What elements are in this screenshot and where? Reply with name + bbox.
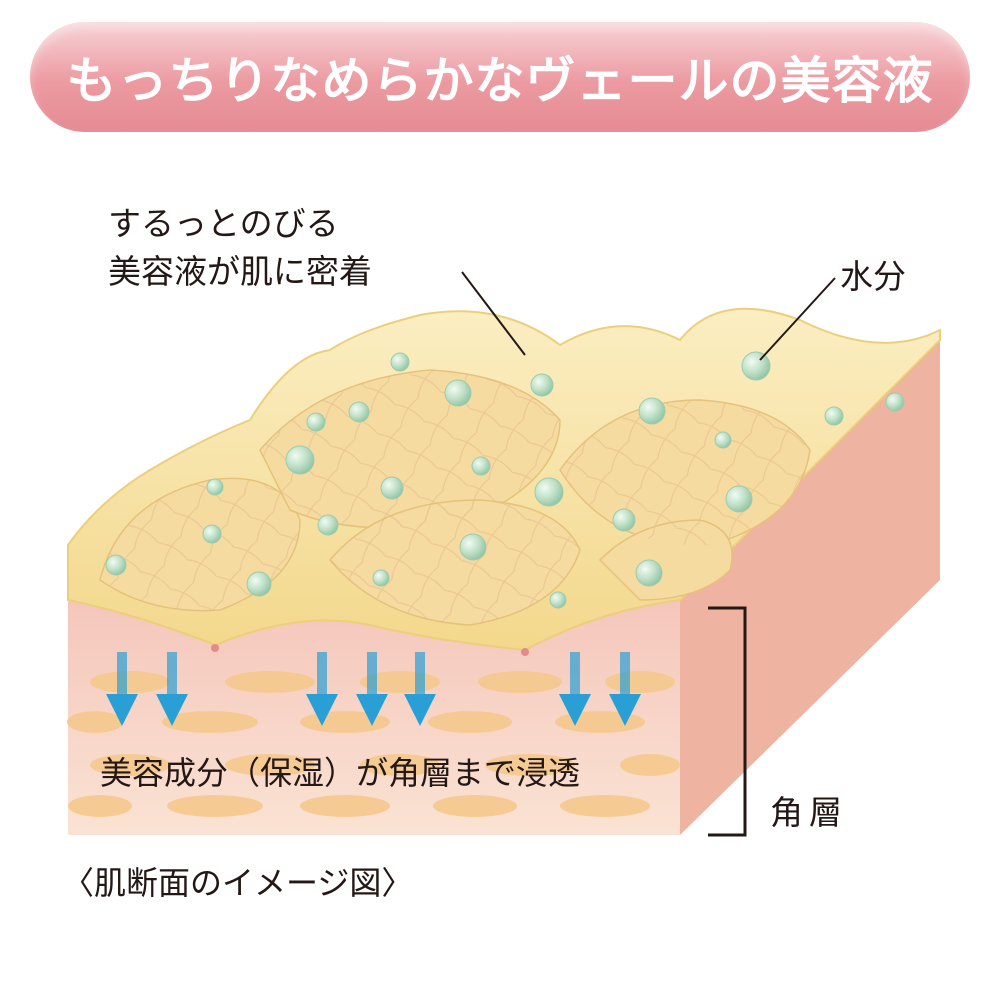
water-label: 水分 bbox=[840, 257, 906, 296]
veil-leader-line bbox=[461, 271, 526, 356]
title-banner: もっちりなめらかなヴェールの美容液 bbox=[30, 22, 970, 132]
water-droplets bbox=[105, 351, 905, 609]
diagram-caption: 〈肌断面のイメージ図〉 bbox=[62, 864, 414, 902]
penetration-label: 美容成分（保湿）が角層まで浸透 bbox=[100, 754, 581, 792]
veil-label-line2: 美容液が肌に密着 bbox=[108, 252, 372, 291]
veil-label: するっとのびる 美容液が肌に密着 bbox=[108, 200, 372, 296]
veil-label-line1: するっとのびる bbox=[108, 204, 339, 243]
banner-title: もっちりなめらかなヴェールの美容液 bbox=[66, 51, 934, 110]
water-leader-line bbox=[759, 277, 836, 361]
penetration-arrows bbox=[106, 652, 641, 726]
stratum-corneum-label: 角層 bbox=[770, 793, 848, 832]
corneocyte-cells bbox=[67, 671, 680, 817]
stratum-corneum-bracket bbox=[708, 606, 747, 837]
